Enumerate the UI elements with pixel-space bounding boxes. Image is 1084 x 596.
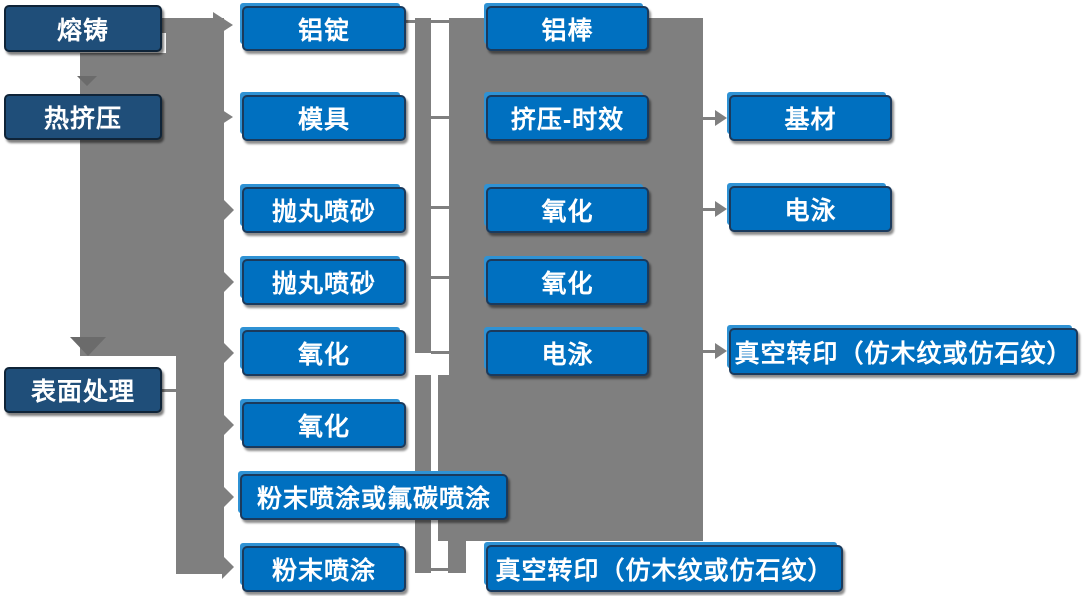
node-extrusion-aging-label: 挤压-时效 [510, 106, 625, 134]
arrowhead-to-powder-fluorocarbon-icon [222, 485, 234, 509]
node-electrophoresis-1-label: 电泳 [541, 341, 594, 369]
node-powder-coating: 粉末喷涂 [242, 546, 406, 592]
node-oxidation-3-label: 氧化 [541, 198, 594, 226]
node-oxidation-1-label: 氧化 [297, 341, 350, 369]
node-shot-blasting-2-label: 抛丸喷砂 [271, 270, 376, 298]
arrowhead-down-to-hot-extrusion-icon [77, 76, 97, 86]
connector-bar-to-panel-line-4 [431, 351, 449, 354]
node-electrophoresis-1: 电泳 [486, 330, 649, 376]
connector-melting-to-ingot-shaft [162, 18, 213, 33]
node-melting: 熔铸 [4, 5, 162, 52]
node-oxidation-2: 氧化 [242, 402, 406, 448]
arrowhead-to-oxidation-2-icon [222, 413, 234, 437]
connector-bar-to-panel-line-3 [431, 276, 449, 279]
node-powder-or-fluorocarbon: 粉末喷涂或氟碳喷涂 [240, 474, 508, 520]
connector-middle-bar-upper [415, 18, 431, 353]
connector-middle-strip-bottom [448, 541, 466, 573]
node-aluminum-rod: 铝棒 [486, 6, 649, 51]
node-surface-treatment: 表面处理 [4, 367, 162, 413]
connector-left-trunk-upper [166, 18, 224, 356]
node-vacuum-transfer-bottom: 真空转印（仿木纹或仿石纹） [486, 545, 843, 592]
node-base-material-label: 基材 [784, 106, 837, 134]
connector-bar-to-panel-line-1 [431, 116, 449, 119]
node-electrophoresis-2: 电泳 [729, 186, 892, 232]
node-oxidation-2-label: 氧化 [297, 413, 350, 441]
node-hot-extrusion-label: 热挤压 [43, 105, 122, 133]
node-shot-blasting-2: 抛丸喷砂 [242, 259, 406, 305]
node-oxidation-1: 氧化 [242, 330, 406, 376]
node-vacuum-transfer-right-label: 真空转印（仿木纹或仿石纹） [734, 339, 1073, 368]
arrowhead-to-powder-coating-icon [222, 555, 234, 579]
node-hot-extrusion: 热挤压 [4, 94, 162, 140]
node-mold: 模具 [242, 95, 406, 141]
arrowhead-to-ingot-icon [213, 12, 233, 38]
node-oxidation-4-label: 氧化 [541, 270, 594, 298]
arrowhead-to-shot-blasting-1-icon [222, 198, 234, 222]
connector-to-vacuum-transfer-stub [703, 350, 715, 353]
node-vacuum-transfer-bottom-label: 真空转印（仿木纹或仿石纹） [495, 556, 834, 585]
node-oxidation-4: 氧化 [486, 259, 649, 305]
connector-left-trunk-lower [176, 356, 224, 574]
node-melting-label: 熔铸 [56, 16, 109, 45]
connector-to-base-material-stub [703, 117, 715, 120]
arrowhead-to-vacuum-transfer-icon [715, 343, 727, 359]
arrowhead-to-shot-blasting-2-icon [222, 270, 234, 294]
node-electrophoresis-2-label: 电泳 [784, 197, 837, 225]
node-shot-blasting-1: 抛丸喷砂 [242, 187, 406, 233]
connector-bar-to-panel-line-2 [431, 206, 449, 209]
arrowhead-down-to-surface-treatment-icon [70, 337, 106, 356]
connector-extrusion-to-mold-shaft [162, 110, 213, 125]
node-mold-label: 模具 [297, 106, 350, 134]
connector-to-electrophoresis-stub [703, 208, 715, 211]
node-base-material: 基材 [729, 95, 892, 141]
node-powder-coating-label: 粉末喷涂 [271, 557, 376, 585]
node-shot-blasting-1-label: 抛丸喷砂 [271, 198, 376, 226]
arrowhead-to-base-material-icon [715, 110, 727, 126]
node-vacuum-transfer-right: 真空转印（仿木纹或仿石纹） [729, 328, 1078, 375]
arrowhead-to-oxidation-1-icon [222, 341, 234, 365]
node-aluminum-ingot-label: 铝锭 [297, 16, 350, 45]
connector-ingot-to-bar-line [406, 20, 449, 23]
node-extrusion-aging: 挤压-时效 [486, 95, 649, 141]
node-aluminum-ingot: 铝锭 [242, 6, 406, 51]
arrowhead-to-mold-icon [213, 104, 233, 130]
connector-bar-to-panel-line-5 [430, 568, 448, 571]
node-powder-or-fluorocarbon-label: 粉末喷涂或氟碳喷涂 [256, 485, 491, 513]
arrowhead-to-electrophoresis-icon [715, 201, 727, 217]
node-oxidation-3: 氧化 [486, 187, 649, 233]
node-aluminum-rod-label: 铝棒 [541, 16, 594, 45]
connector-surface-treatment-line [162, 389, 177, 392]
node-surface-treatment-label: 表面处理 [30, 378, 135, 406]
